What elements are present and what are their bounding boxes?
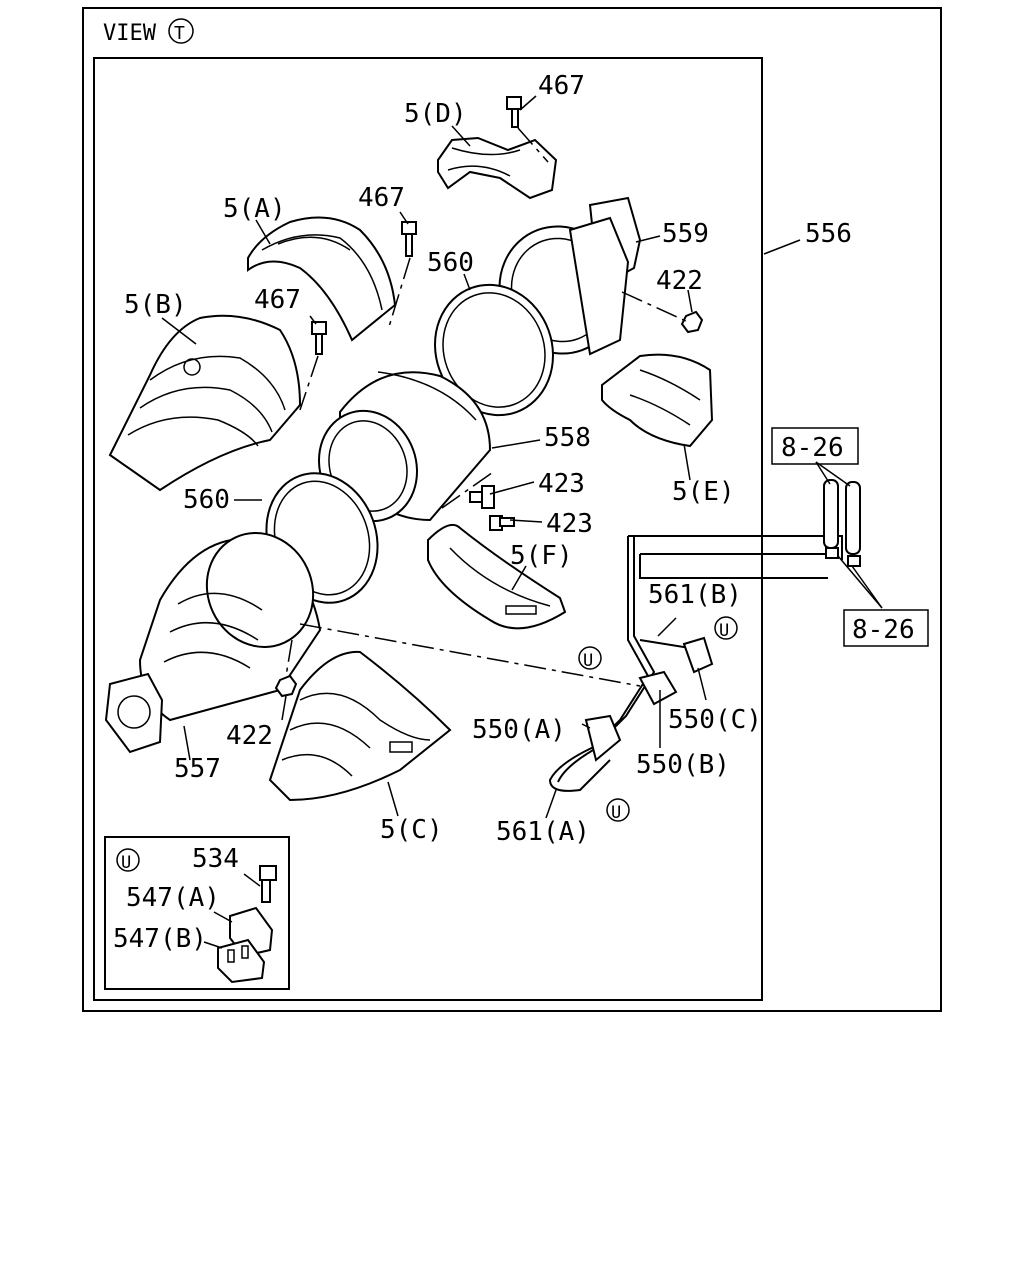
label-5e: 5(E) <box>672 477 735 507</box>
label-box-8-26-top <box>771 427 859 465</box>
label-5b: 5(B) <box>124 290 187 320</box>
heat-shield-5b <box>108 314 302 492</box>
label-560-left: 560 <box>183 485 230 515</box>
label-8-26-bottom: 8-26 <box>852 615 915 645</box>
label-box-8-26-bottom <box>843 609 929 647</box>
label-550b: 550(B) <box>636 750 730 780</box>
label-561a: 561(A) <box>496 817 590 847</box>
bolt-423-a <box>469 485 495 509</box>
bolt-467-top <box>506 96 522 128</box>
heat-shield-5c <box>268 650 452 802</box>
view-letter-circle <box>168 18 194 44</box>
marker-u-top-right <box>714 616 738 640</box>
label-558: 558 <box>544 423 591 453</box>
label-557: 557 <box>174 754 221 784</box>
label-550c: 550(C) <box>668 705 762 735</box>
gasket-560-top <box>434 283 554 417</box>
label-8-26-top: 8-26 <box>781 433 844 463</box>
inlet-housing-557 <box>104 532 322 754</box>
heat-shield-5e <box>601 353 714 448</box>
label-559: 559 <box>662 219 709 249</box>
label-547a: 547(A) <box>126 883 220 913</box>
detail-u-circle <box>116 848 140 872</box>
heat-shield-5a <box>247 216 397 342</box>
bolt-423-b <box>489 515 515 531</box>
leader-lines <box>161 95 883 949</box>
detail-u-letter: U <box>121 853 131 873</box>
label-467-top: 467 <box>538 71 585 101</box>
marker-u-top-right-letter: U <box>719 621 729 641</box>
label-5c: 5(C) <box>380 815 443 845</box>
marker-u-left <box>578 646 602 670</box>
clamp-547b <box>217 938 266 984</box>
label-560-top: 560 <box>427 248 474 278</box>
label-5f: 5(F) <box>510 541 573 571</box>
label-5d: 5(D) <box>404 99 467 129</box>
detail-box-u <box>104 836 290 990</box>
bolt-467-mid <box>401 221 417 257</box>
view-label: VIEW <box>103 21 157 46</box>
outer-frame <box>82 7 942 1012</box>
label-423-a: 423 <box>538 469 585 499</box>
marker-u-bottom-letter: U <box>611 803 621 823</box>
label-467-left: 467 <box>254 285 301 315</box>
bracket-550a <box>584 714 622 762</box>
label-556: 556 <box>805 219 852 249</box>
marker-u-left-letter: U <box>583 651 593 671</box>
bracket-550b <box>638 670 678 706</box>
label-423-b: 423 <box>546 509 593 539</box>
nut-422-right <box>680 310 704 334</box>
bolt-534 <box>259 865 277 903</box>
label-5a: 5(A) <box>223 194 286 224</box>
view-letter: T <box>174 23 185 44</box>
inner-frame <box>93 57 763 1001</box>
label-467-mid: 467 <box>358 183 405 213</box>
label-422-right: 422 <box>656 266 703 296</box>
bolt-467-left <box>311 321 327 355</box>
heat-shield-5d <box>437 136 558 200</box>
marker-u-bottom <box>606 798 630 822</box>
sensor-tubes-8-26 <box>823 479 861 567</box>
label-561b: 561(B) <box>648 580 742 610</box>
label-422-left: 422 <box>226 721 273 751</box>
label-547b: 547(B) <box>113 924 207 954</box>
bracket-550c <box>682 636 714 674</box>
heat-shield-5f <box>427 524 567 630</box>
label-550a: 550(A) <box>472 715 566 745</box>
label-534: 534 <box>192 844 239 874</box>
nut-422-left <box>274 674 298 698</box>
